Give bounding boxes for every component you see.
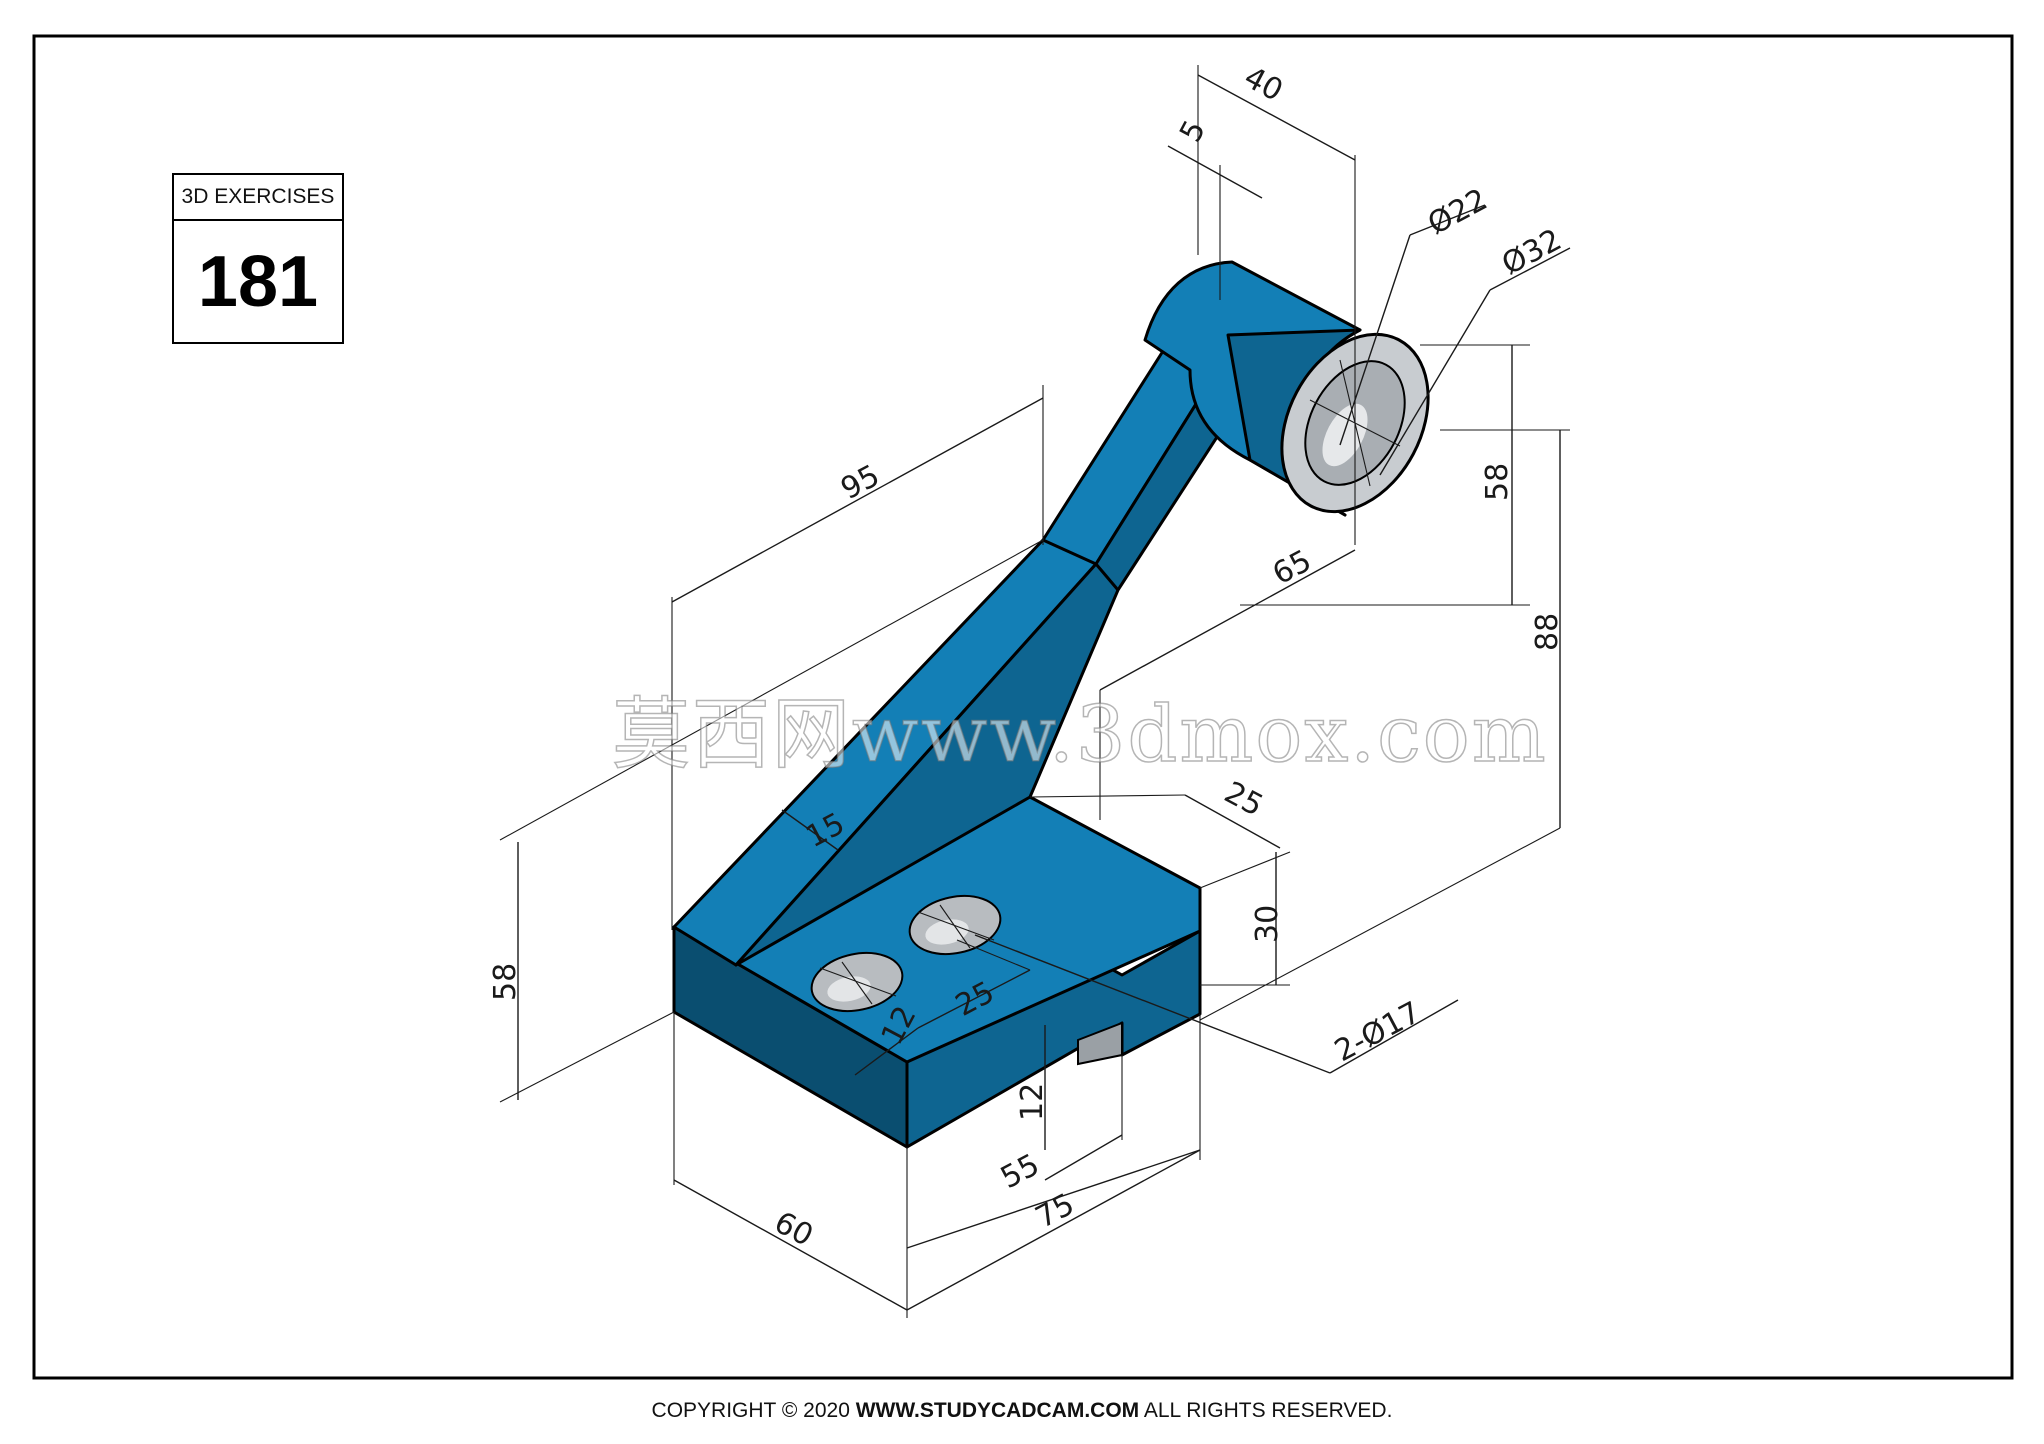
dim-75: 75: [1030, 1187, 1080, 1236]
arm-crease: [1042, 538, 1097, 566]
part-model: [672, 260, 1430, 1149]
dim-2x17: 2-Ø17: [1329, 995, 1426, 1069]
dim-5: 5: [1173, 115, 1213, 148]
boss-bore-shine: [1322, 403, 1368, 467]
sheet-border: [32, 34, 2014, 1380]
dim-88: 88: [1530, 613, 1565, 651]
dim-55: 55: [995, 1147, 1045, 1196]
dim-25-top: 25: [1219, 775, 1269, 824]
dim-58-left: 58: [488, 963, 523, 1001]
dim-22: Ø22: [1422, 182, 1493, 242]
exercise-label: 3D EXERCISES: [174, 175, 342, 221]
exercise-badge: 3D EXERCISES 181: [172, 173, 344, 344]
hole-1-shine: [925, 919, 969, 945]
dim-30: 30: [1250, 905, 1285, 943]
footer-prefix: COPYRIGHT © 2020: [651, 1399, 856, 1422]
footer-site-link[interactable]: WWW.STUDYCADCAM.COM: [855, 1399, 1140, 1422]
dim-58-right: 58: [1480, 463, 1515, 501]
watermark: 莫西网www.3dmox.com: [611, 689, 1548, 781]
dim-65: 65: [1267, 543, 1317, 592]
arm-crease-2: [1094, 563, 1120, 591]
dim-95: 95: [835, 458, 885, 507]
footer-suffix: ALL RIGHTS RESERVED.: [1139, 1399, 1393, 1422]
dimension-lines: [499, 65, 1571, 1318]
dim-32: Ø32: [1496, 222, 1567, 282]
copyright-footer: COPYRIGHT © 2020 WWW.STUDYCADCAM.COM ALL…: [0, 1399, 2044, 1423]
exercise-number: 181: [197, 242, 319, 322]
dim-12-slot: 12: [1015, 1083, 1050, 1121]
dim-60: 60: [769, 1205, 819, 1254]
